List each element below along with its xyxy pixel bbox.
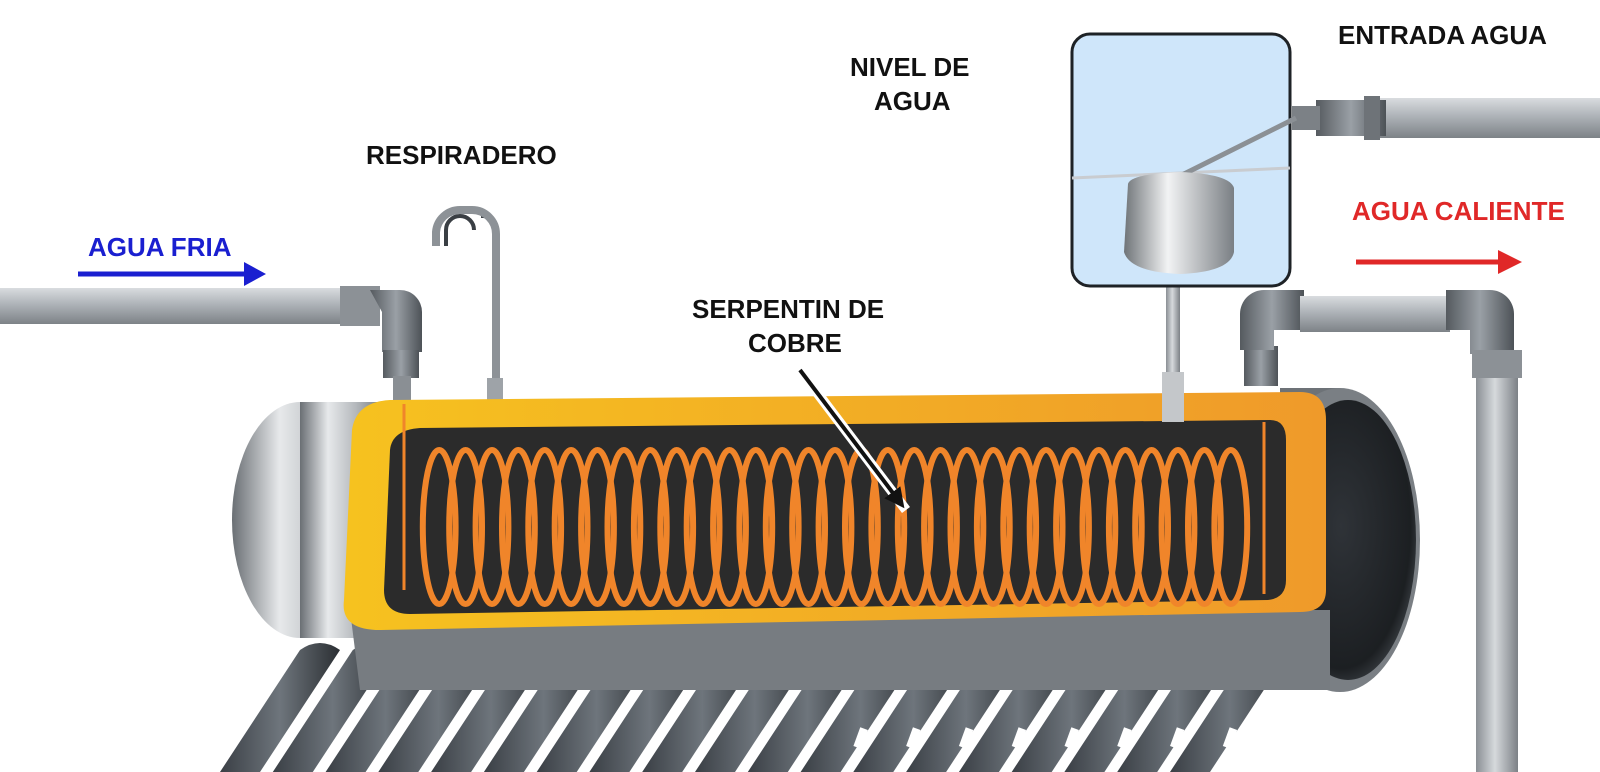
hot-water-pipe — [1240, 290, 1522, 772]
coil-loop — [630, 447, 670, 607]
coil-loop — [446, 447, 486, 607]
serpentin-pointer-arrow-core — [798, 368, 905, 509]
coil-loop — [683, 447, 723, 607]
coil-loop — [868, 447, 908, 607]
coil-loop — [525, 447, 565, 607]
label-nivel-de-agua-line2: AGUA — [874, 86, 951, 116]
tube-highlight — [1222, 727, 1238, 749]
hot-water-arrow — [1356, 250, 1522, 274]
label-nivel-de-agua-line1: NIVEL DE — [850, 52, 969, 82]
label-agua-fria: AGUA FRIA — [88, 232, 232, 262]
cold-water-pipe — [0, 286, 422, 406]
tube-highlight — [906, 727, 921, 749]
coil-loop — [1211, 447, 1251, 607]
label-serpentin-line2: COBRE — [748, 328, 842, 358]
coil-loop — [578, 447, 617, 607]
tube-highlight — [958, 727, 974, 749]
vacuum-tube — [220, 643, 340, 772]
float-ball — [1124, 172, 1234, 274]
coil-loop — [1132, 447, 1171, 607]
coil-loop — [789, 447, 828, 607]
tube-highlight — [1064, 727, 1079, 749]
label-respiradero: RESPIRADERO — [366, 140, 557, 170]
coil-loop — [604, 447, 644, 607]
coil-loop — [1105, 447, 1145, 607]
coil-loop — [472, 447, 512, 607]
coil-loop — [1026, 447, 1066, 607]
float-valve-stem — [1162, 286, 1184, 422]
tube-highlight — [853, 727, 868, 749]
tube-highlight — [1117, 727, 1132, 749]
tube-highlight — [1170, 727, 1185, 749]
coil-loop — [1053, 447, 1092, 607]
coil-loop — [894, 447, 934, 607]
coil-loop — [551, 447, 591, 607]
coil-loop — [973, 447, 1013, 607]
coil-loop — [1079, 447, 1119, 607]
coil-loop — [921, 447, 960, 607]
tube-highlight — [1011, 727, 1027, 749]
coil-loop — [1185, 447, 1224, 607]
coil-loop — [499, 447, 538, 607]
water-level-float-box — [1070, 32, 1298, 288]
coil-loop — [736, 447, 776, 607]
cold-water-arrow — [78, 262, 266, 286]
coil-loop — [762, 447, 802, 607]
label-serpentin-line1: SERPENTIN DE — [692, 294, 884, 324]
water-inlet-pipe — [1292, 96, 1600, 140]
coil-loop — [947, 447, 987, 607]
label-entrada-agua: ENTRADA AGUA — [1338, 20, 1547, 50]
coil-loop — [710, 447, 749, 607]
coil-loop — [1000, 447, 1040, 607]
coil-loop — [1158, 447, 1198, 607]
label-agua-caliente: AGUA CALIENTE — [1352, 196, 1565, 226]
coil-loop — [419, 447, 459, 607]
breather-pipe — [432, 205, 503, 424]
coil-feed-lines — [402, 404, 1266, 594]
coil-loop — [815, 447, 855, 607]
coil-loop — [657, 447, 697, 607]
